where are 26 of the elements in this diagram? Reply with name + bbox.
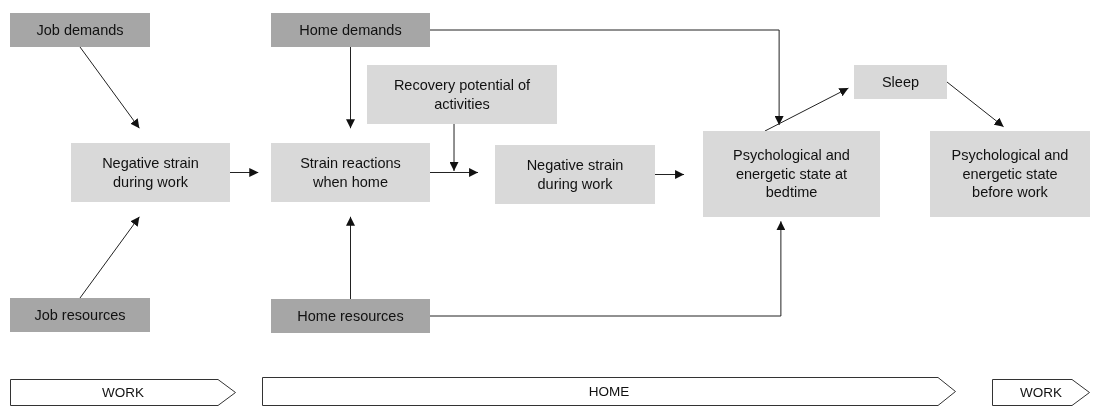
arrow: [79, 216, 140, 299]
process-box: Strain reactions when home: [271, 143, 430, 202]
phase-band: WORK: [992, 379, 1090, 406]
arrow: [429, 220, 786, 317]
process-box: Recovery potential of activities: [367, 65, 557, 124]
process-box: Sleep: [854, 65, 947, 99]
factor-box: Home resources: [271, 299, 430, 333]
factor-box: Job resources: [10, 298, 150, 332]
arrow: [429, 168, 479, 177]
arrow: [229, 168, 259, 177]
process-box: Negative strain during work: [71, 143, 230, 202]
arrow: [346, 216, 355, 300]
arrow: [79, 46, 140, 129]
arrow: [449, 123, 459, 172]
process-box: Negative strain during work: [495, 145, 655, 204]
arrow: [946, 81, 1005, 128]
arrow: [764, 87, 849, 132]
factor-box: Job demands: [10, 13, 150, 47]
arrow: [654, 170, 685, 179]
process-box: Psychological and energetic state before work: [930, 131, 1090, 217]
phase-band: WORK: [10, 379, 236, 406]
process-box: Psychological and energetic state at bedtime: [703, 131, 880, 217]
arrow: [346, 46, 355, 129]
factor-box: Home demands: [271, 13, 430, 47]
phase-band: HOME: [262, 377, 956, 406]
arrow: [429, 29, 784, 126]
